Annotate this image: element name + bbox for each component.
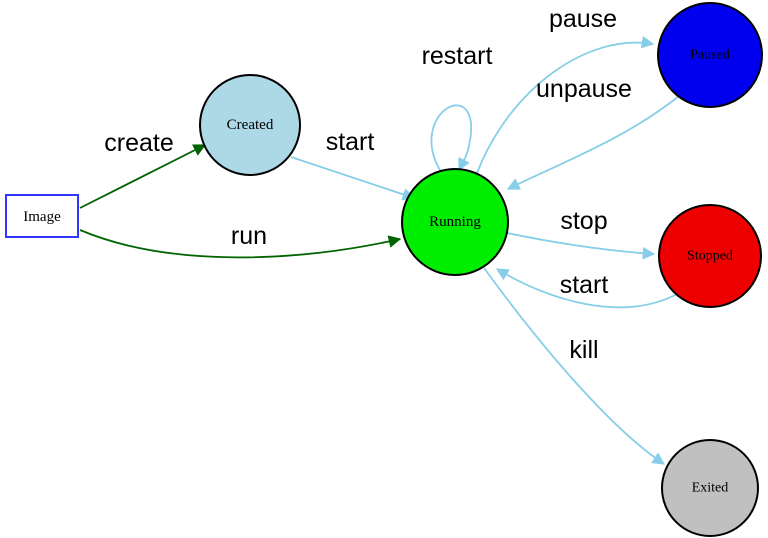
edge-label-run: run	[231, 222, 267, 250]
paused-node-circle[interactable]	[657, 2, 763, 108]
edge-unpause[interactable]	[506, 95, 680, 190]
edge-label-pause: pause	[549, 5, 617, 33]
edge-label-kill: kill	[569, 336, 598, 364]
edge-start-stopped-running[interactable]	[495, 268, 678, 309]
edge-label-unpause: unpause	[536, 75, 632, 103]
node-image[interactable]: Image	[5, 194, 79, 238]
edge-run[interactable]	[79, 229, 402, 259]
paused-node-label: Paused	[690, 48, 730, 63]
created-node-circle[interactable]	[199, 74, 301, 176]
exited-node-label: Exited	[692, 481, 729, 496]
edge-labels-layer: create run start restart pause unpause s…	[104, 5, 632, 364]
image-node-rect[interactable]	[5, 194, 79, 238]
node-created[interactable]: Created	[199, 74, 301, 176]
edge-create[interactable]	[79, 144, 207, 209]
edge-label-stop: stop	[560, 207, 607, 235]
edge-kill[interactable]	[483, 267, 666, 465]
edge-label-restart: restart	[422, 42, 493, 70]
edge-label-start-created-running: start	[326, 128, 375, 156]
edge-stop[interactable]	[506, 232, 656, 260]
edge-restart-self-loop[interactable]	[430, 104, 472, 173]
nodes-layer: Image Created Running Paused Stopped Exi	[5, 2, 763, 537]
node-stopped[interactable]: Stopped	[658, 204, 762, 308]
edges-layer	[79, 35, 680, 465]
node-running[interactable]: Running	[401, 168, 509, 276]
stopped-node-circle[interactable]	[658, 204, 762, 308]
edge-label-start-stopped-running: start	[560, 271, 609, 299]
edge-pause[interactable]	[476, 35, 655, 174]
running-node-label: Running	[429, 214, 481, 230]
node-paused[interactable]: Paused	[657, 2, 763, 108]
edge-label-create: create	[104, 129, 173, 157]
image-node-label: Image	[23, 209, 61, 225]
node-exited[interactable]: Exited	[661, 439, 759, 537]
edge-start-created-running[interactable]	[290, 156, 416, 201]
exited-node-circle[interactable]	[661, 439, 759, 537]
running-node-circle[interactable]	[401, 168, 509, 276]
created-node-label: Created	[227, 117, 274, 133]
stopped-node-label: Stopped	[687, 249, 733, 264]
